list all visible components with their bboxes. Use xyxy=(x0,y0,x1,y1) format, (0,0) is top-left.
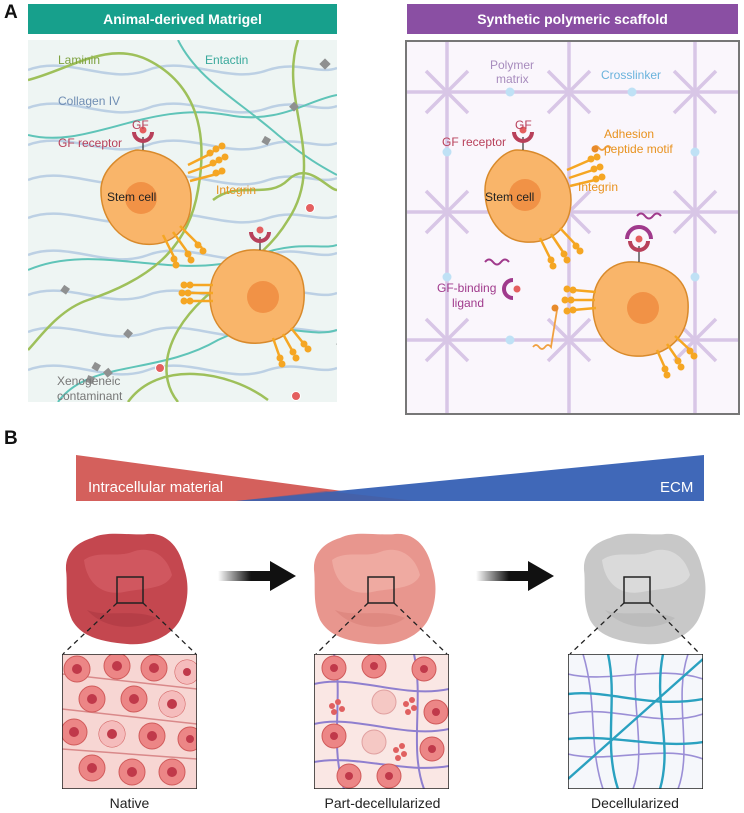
gf-receptor-label-right: GF receptor xyxy=(442,135,507,149)
stem-cell-left-1 xyxy=(100,126,229,269)
crosslinker-nodes xyxy=(442,87,700,345)
intracellular-label: Intracellular material xyxy=(88,479,224,496)
panel-a-letter: A xyxy=(4,2,18,23)
ecm-label: ECM xyxy=(660,479,694,496)
growth-factor-dots xyxy=(155,203,315,401)
laminin-label: Laminin xyxy=(58,53,101,67)
decellularized-zoom-box xyxy=(568,654,703,789)
gf-receptor-label-left: GF receptor xyxy=(58,136,123,150)
part-decellularized-zoom-box xyxy=(314,654,449,789)
collagen-fibers xyxy=(28,64,337,376)
polymer-label-line2: matrix xyxy=(496,72,529,86)
matrigel-title: Animal-derived Matrigel xyxy=(103,11,262,27)
stem-cell-left-2 xyxy=(178,226,312,368)
gf-label-right: GF xyxy=(515,118,532,132)
collagen-label: Collagen IV xyxy=(58,94,121,108)
integrin-label-right: Integrin xyxy=(578,180,619,194)
adhesion-label-line2: peptide motif xyxy=(604,142,673,156)
synthetic-title: Synthetic polymeric scaffold xyxy=(477,11,668,27)
panel-b-letter: B xyxy=(4,428,18,449)
stage-label-decellularized: Decellularized xyxy=(591,795,679,811)
gf-binding-ligand-cup xyxy=(502,278,514,300)
integrin-label-left: Integrin xyxy=(216,183,257,197)
gf-binding-label-line2: ligand xyxy=(452,296,485,310)
matrigel-illustration xyxy=(28,40,337,402)
native-zoom-box xyxy=(62,654,197,789)
arrow-right-icon xyxy=(476,561,554,591)
stage-label-native: Native xyxy=(109,795,150,811)
matrigel-title-bar xyxy=(28,4,337,34)
arrow-right-icon xyxy=(218,561,296,591)
contaminant-label-line2: contaminant xyxy=(57,389,123,403)
stem-cell-label-left: Stem cell xyxy=(107,190,157,204)
stem-cell-right-2 xyxy=(561,225,698,379)
adhesion-label-line1: Adhesion xyxy=(604,127,655,141)
tissue-decellularized xyxy=(583,533,706,645)
gf-binding-ligands xyxy=(484,212,662,266)
polymer-label-line1: Polymer xyxy=(490,58,535,72)
stem-cell-label-right: Stem cell xyxy=(485,190,535,204)
crosslinker-label: Crosslinker xyxy=(601,68,662,82)
synthetic-title-bar xyxy=(407,4,738,34)
gf-binding-label-line1: GF-binding xyxy=(437,281,497,295)
gradient-wedges xyxy=(76,455,704,501)
stem-cell-right-1 xyxy=(484,126,606,270)
gf-label-left: GF xyxy=(132,118,149,132)
entactin-label: Entactin xyxy=(205,53,249,67)
stage-label-part-decellularized: Part-decellularized xyxy=(324,795,441,811)
synthetic-illustration xyxy=(405,40,740,415)
tissue-part-decellularized xyxy=(313,533,436,645)
contaminant-label-line1: Xenogeneic xyxy=(57,374,121,388)
